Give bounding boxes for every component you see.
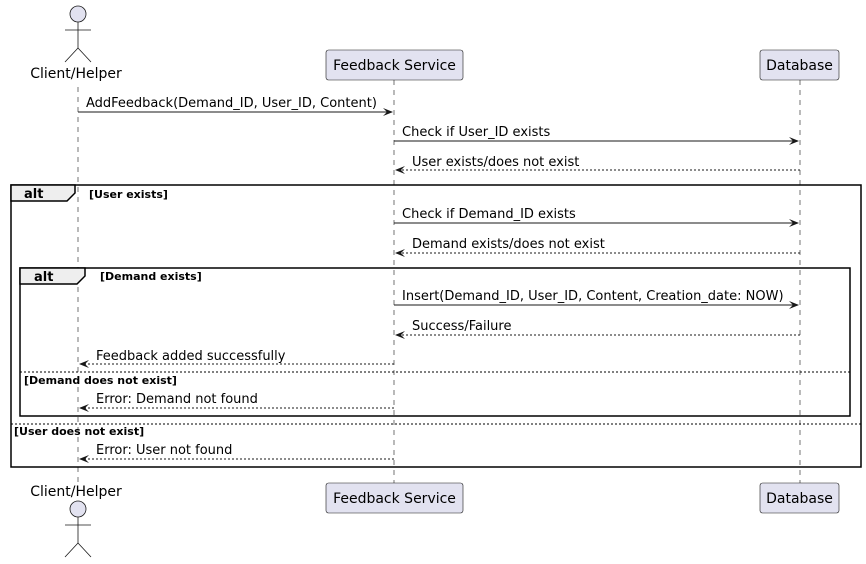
message-label: Insert(Demand_ID, User_ID, Content, Crea… — [402, 289, 784, 304]
actor-client-bottom: Client/Helper — [30, 484, 122, 558]
actor-head-icon — [69, 500, 87, 518]
actor-client-label: Client/Helper — [30, 484, 122, 500]
message-label: Check if User_ID exists — [402, 125, 550, 140]
alt-fragment-inner: alt [Demand exists] [Demand does not exi… — [19, 267, 851, 417]
fragment-guard: [User does not exist] — [14, 425, 144, 438]
actor-client-label: Client/Helper — [30, 66, 122, 82]
message-label: Feedback added successfully — [96, 349, 286, 364]
actor-client-top: Client/Helper — [30, 5, 122, 82]
alt-fragment-outer: alt [User exists] [User does not exist] — [10, 184, 862, 468]
fragment-guard: [Demand does not exist] — [24, 374, 177, 387]
message-label: Error: Demand not found — [96, 392, 258, 407]
message-label: Error: User not found — [96, 443, 232, 458]
fragment-guard: [User exists] — [89, 188, 168, 201]
message-label: Check if Demand_ID exists — [402, 207, 576, 222]
message-label: User exists/does not exist — [412, 155, 579, 170]
participant-database-top: Database — [759, 49, 840, 81]
actor-head-icon — [69, 5, 87, 23]
participant-service-top: Feedback Service — [325, 49, 464, 81]
fragment-keyword: alt — [24, 187, 43, 202]
participant-service-label: Feedback Service — [333, 491, 456, 507]
participant-service-bottom: Feedback Service — [325, 482, 464, 514]
participant-database-label: Database — [766, 491, 833, 507]
message-label: Demand exists/does not exist — [412, 237, 605, 252]
participant-database-label: Database — [766, 58, 833, 74]
participant-service-label: Feedback Service — [333, 58, 456, 74]
participant-database-bottom: Database — [759, 482, 840, 514]
message-label: AddFeedback(Demand_ID, User_ID, Content) — [86, 96, 377, 111]
message-label: Success/Failure — [412, 319, 511, 334]
fragment-guard: [Demand exists] — [100, 270, 202, 283]
fragment-keyword: alt — [34, 270, 53, 285]
